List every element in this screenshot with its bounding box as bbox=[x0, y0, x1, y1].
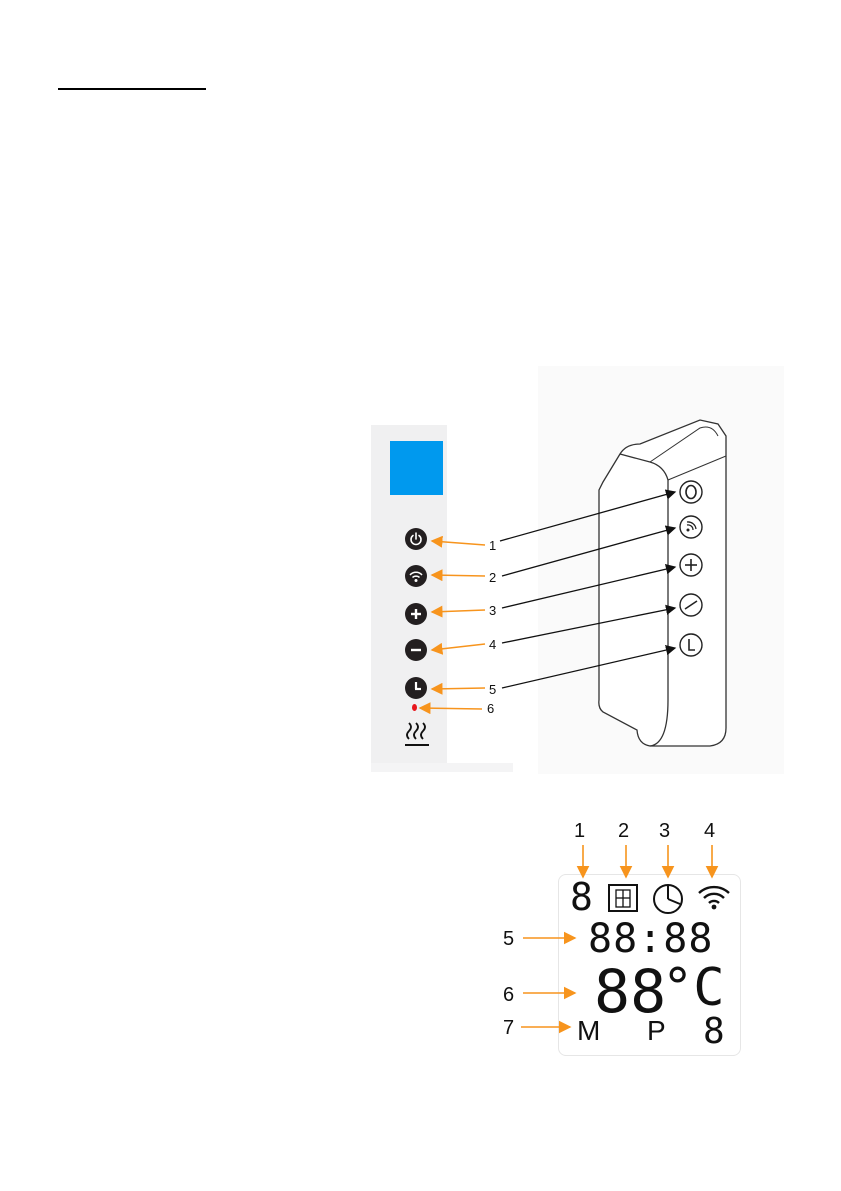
timer-icon bbox=[651, 882, 685, 916]
lcd-digit-top: 8 bbox=[570, 878, 593, 916]
lcd-callout-7: 7 bbox=[503, 1018, 514, 1038]
lcd-digit-bottom: 8 bbox=[703, 1014, 725, 1050]
lcd-temperature: 88 bbox=[594, 962, 666, 1022]
lcd-callout-1: 1 bbox=[574, 821, 585, 841]
window-open-icon bbox=[607, 882, 639, 914]
lcd-callout-6: 6 bbox=[503, 985, 514, 1005]
lcd-mode-m: M bbox=[577, 1017, 600, 1045]
lcd-callout-4: 4 bbox=[704, 821, 715, 841]
lcd-temperature-unit: °C bbox=[662, 962, 725, 1014]
lcd-callout-2: 2 bbox=[618, 821, 629, 841]
lcd-callout-3: 3 bbox=[659, 821, 670, 841]
lcd-callout-5: 5 bbox=[503, 929, 514, 949]
lcd-time: 88:88 bbox=[588, 919, 713, 959]
wifi-signal-icon bbox=[696, 882, 732, 912]
lcd-mode-p: P bbox=[647, 1017, 666, 1045]
